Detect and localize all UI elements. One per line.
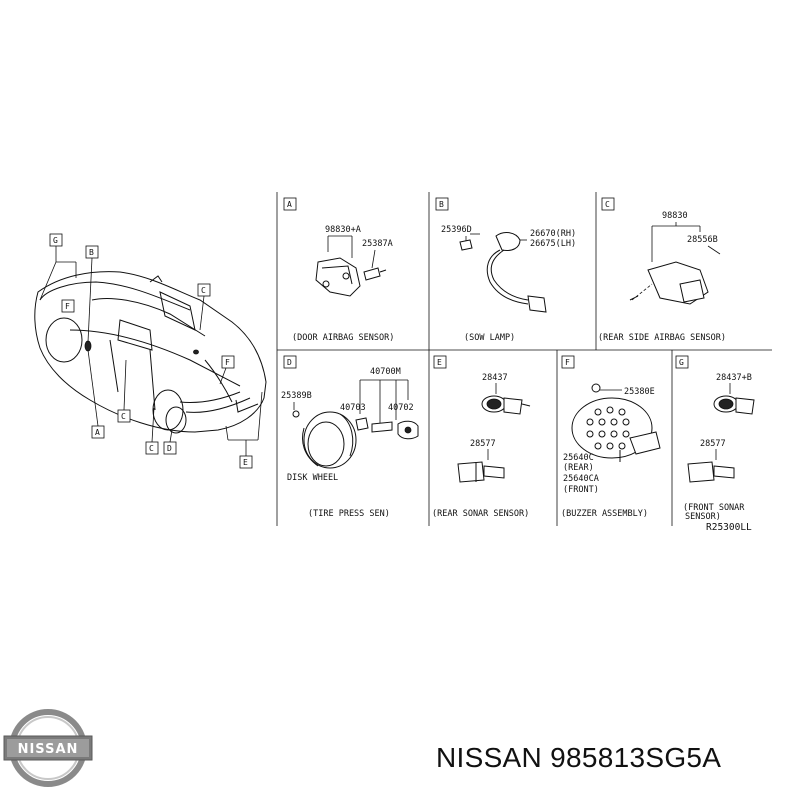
part-25640C: 25640C	[563, 453, 594, 463]
nissan-logo: NISSAN	[3, 709, 93, 787]
panel-b-letter: B	[439, 200, 444, 209]
part-25396D: 25396D	[441, 225, 472, 235]
svg-text:B: B	[89, 248, 94, 257]
svg-text:G: G	[53, 236, 58, 245]
svg-text:A: A	[95, 428, 100, 437]
part-25387A: 25387A	[362, 239, 393, 249]
part-number-label: NISSAN 985813SG5A	[436, 742, 722, 773]
svg-text:C: C	[149, 444, 154, 453]
callout-G: G	[39, 233, 77, 301]
callout-A: A	[87, 349, 105, 439]
callout-C-top: C	[197, 283, 211, 331]
part-26675LH: 26675(LH)	[530, 239, 576, 249]
callout-F-right: F	[219, 355, 235, 385]
part-40703: 40703	[340, 403, 366, 413]
panel-g-letter: G	[679, 358, 684, 367]
panel-g-caption-1: (FRONT SONAR	[683, 503, 745, 513]
callout-D: D	[163, 429, 177, 455]
part-26670RH: 26670(RH)	[530, 229, 576, 239]
buzzer-grille	[586, 406, 630, 450]
svg-text:C: C	[121, 412, 126, 421]
panel-g-caption-2: SENSOR)	[685, 512, 721, 522]
svg-text:E: E	[243, 458, 248, 467]
panel-e-rear-sonar-sensor: E 28437 28577 (REAR SONAR SENSOR)	[432, 355, 531, 519]
panel-a-caption: (DOOR AIRBAG SENSOR)	[292, 333, 394, 343]
part-98830: 98830	[662, 211, 688, 221]
panel-grid	[276, 192, 772, 526]
panel-a-letter: A	[287, 200, 292, 209]
part-25389B: 25389B	[281, 391, 312, 401]
part-98830A: 98830+A	[325, 225, 361, 235]
panel-d-tire-press-sen: D 40700M 25389B 40703 40702 DISK WHEEL (…	[281, 355, 419, 519]
panel-b-sow-lamp: B 25396D 26670(RH) 26675(LH) (SOW LAMP)	[435, 197, 576, 343]
front-note: (FRONT)	[563, 485, 599, 495]
panel-c-caption: (REAR SIDE AIRBAG SENSOR)	[598, 333, 726, 343]
callout-E: E	[225, 391, 263, 469]
panel-g-front-sonar-sensor: G 28437+B 28577 (FRONT SONAR SENSOR)	[675, 355, 755, 522]
part-28577-front: 28577	[700, 439, 726, 449]
part-25380E: 25380E	[624, 387, 655, 397]
panel-f-caption: (BUZZER ASSEMBLY)	[561, 509, 648, 519]
rear-note: (REAR)	[563, 463, 594, 473]
part-40700M: 40700M	[370, 367, 401, 377]
svg-text:F: F	[65, 302, 70, 311]
part-40702: 40702	[388, 403, 414, 413]
part-28437B: 28437+B	[716, 373, 752, 383]
part-28437: 28437	[482, 373, 508, 383]
reference-code: R25300LL	[706, 522, 752, 533]
part-28577: 28577	[470, 439, 496, 449]
panel-d-letter: D	[287, 358, 292, 367]
part-28556B: 28556B	[687, 235, 718, 245]
panel-c-rear-side-airbag-sensor: C 98830 28556B (REAR SIDE AIRBAG SENSOR)	[598, 197, 726, 343]
callout-C-low: C	[145, 407, 159, 455]
svg-text:C: C	[201, 286, 206, 295]
panel-f-letter: F	[565, 358, 570, 367]
callout-F-left: F	[61, 299, 75, 313]
part-25640CA: 25640CA	[563, 474, 599, 484]
panel-b-caption: (SOW LAMP)	[464, 333, 515, 343]
svg-text:F: F	[225, 358, 230, 367]
panel-f-buzzer-assembly: F 25380E 25640C (REAR) 25640CA (FRONT) (…	[561, 355, 661, 519]
logo-text: NISSAN	[18, 742, 79, 757]
panel-a-door-airbag-sensor: A 98830+A 25387A (DOOR AIRBAG SENSOR)	[283, 197, 394, 343]
disk-wheel-label: DISK WHEEL	[287, 473, 338, 483]
panel-d-caption: (TIRE PRESS SEN)	[308, 509, 390, 519]
callout-C-mid: C	[117, 359, 131, 423]
panel-e-caption: (REAR SONAR SENSOR)	[432, 509, 529, 519]
callout-B: B	[85, 245, 99, 343]
panel-e-letter: E	[437, 358, 442, 367]
car-overview: G B F C F A	[34, 233, 267, 469]
panel-c-letter: C	[605, 200, 610, 209]
svg-text:D: D	[167, 444, 172, 453]
